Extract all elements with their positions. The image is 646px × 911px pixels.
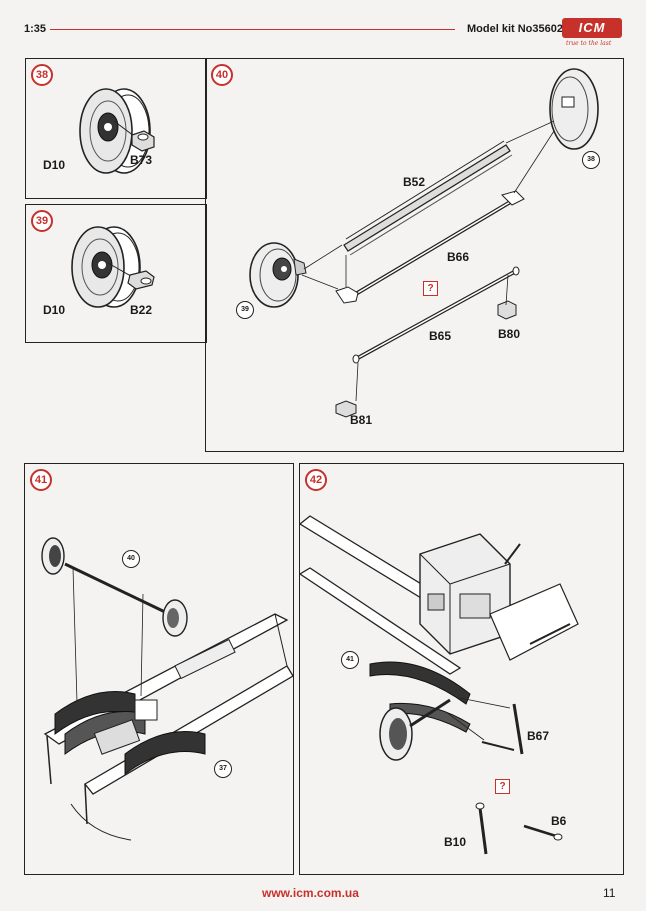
part-label-b65: B65 <box>429 329 452 343</box>
step-39-number: 39 <box>31 210 53 232</box>
website-link[interactable]: www.icm.com.ua <box>262 886 359 900</box>
step-38-number: 38 <box>31 64 53 86</box>
step-40-panel: 40 38 39 B52 B66 ? B65 B80 B81 <box>205 58 624 452</box>
step-42-number: 42 <box>305 469 327 491</box>
part-label-b52: B52 <box>403 175 426 189</box>
step-42-drawing <box>300 515 579 855</box>
ref-step-39: 39 <box>236 301 254 319</box>
warning-icon: ? <box>495 779 510 794</box>
step-40-number: 40 <box>211 64 233 86</box>
part-label-b67: B67 <box>527 729 550 743</box>
step-39-drawing <box>71 226 155 308</box>
part-label-b10: B10 <box>444 835 467 849</box>
ref-step-38: 38 <box>582 151 600 169</box>
ref-step-41: 41 <box>341 651 359 669</box>
page-number: 11 <box>603 886 616 900</box>
part-label-b80: B80 <box>498 327 521 341</box>
step-40-drawing <box>249 68 599 418</box>
warning-icon: ? <box>423 281 438 296</box>
header-rule <box>50 29 455 30</box>
step-41-number: 41 <box>30 469 52 491</box>
model-kit-number: Model kit No35602 <box>467 23 563 35</box>
part-label-d10: D10 <box>43 303 66 317</box>
step-42-panel: 42 41 B67 ? B6 B10 <box>299 463 624 875</box>
ref-step-37: 37 <box>214 760 232 778</box>
step-41-panel: 41 40 37 <box>24 463 294 875</box>
part-label-b6: B6 <box>551 814 567 828</box>
scale-label: 1:35 <box>24 23 47 35</box>
step-39-panel: 39 D10 B22 <box>25 204 207 343</box>
logo-mark: ICM <box>562 18 622 38</box>
step-38-panel: 38 D10 B73 <box>25 58 207 199</box>
step-38-drawing <box>79 88 155 174</box>
logo-tagline: true to the last <box>566 40 612 47</box>
ref-step-40: 40 <box>122 550 140 568</box>
part-label-b66: B66 <box>447 250 470 264</box>
part-label-b73: B73 <box>130 153 153 167</box>
part-label-d10: D10 <box>43 158 66 172</box>
part-label-b81: B81 <box>350 413 373 427</box>
icm-logo: ICM true to the last <box>562 18 630 48</box>
step-41-drawing <box>41 537 293 841</box>
part-label-b22: B22 <box>130 303 153 317</box>
